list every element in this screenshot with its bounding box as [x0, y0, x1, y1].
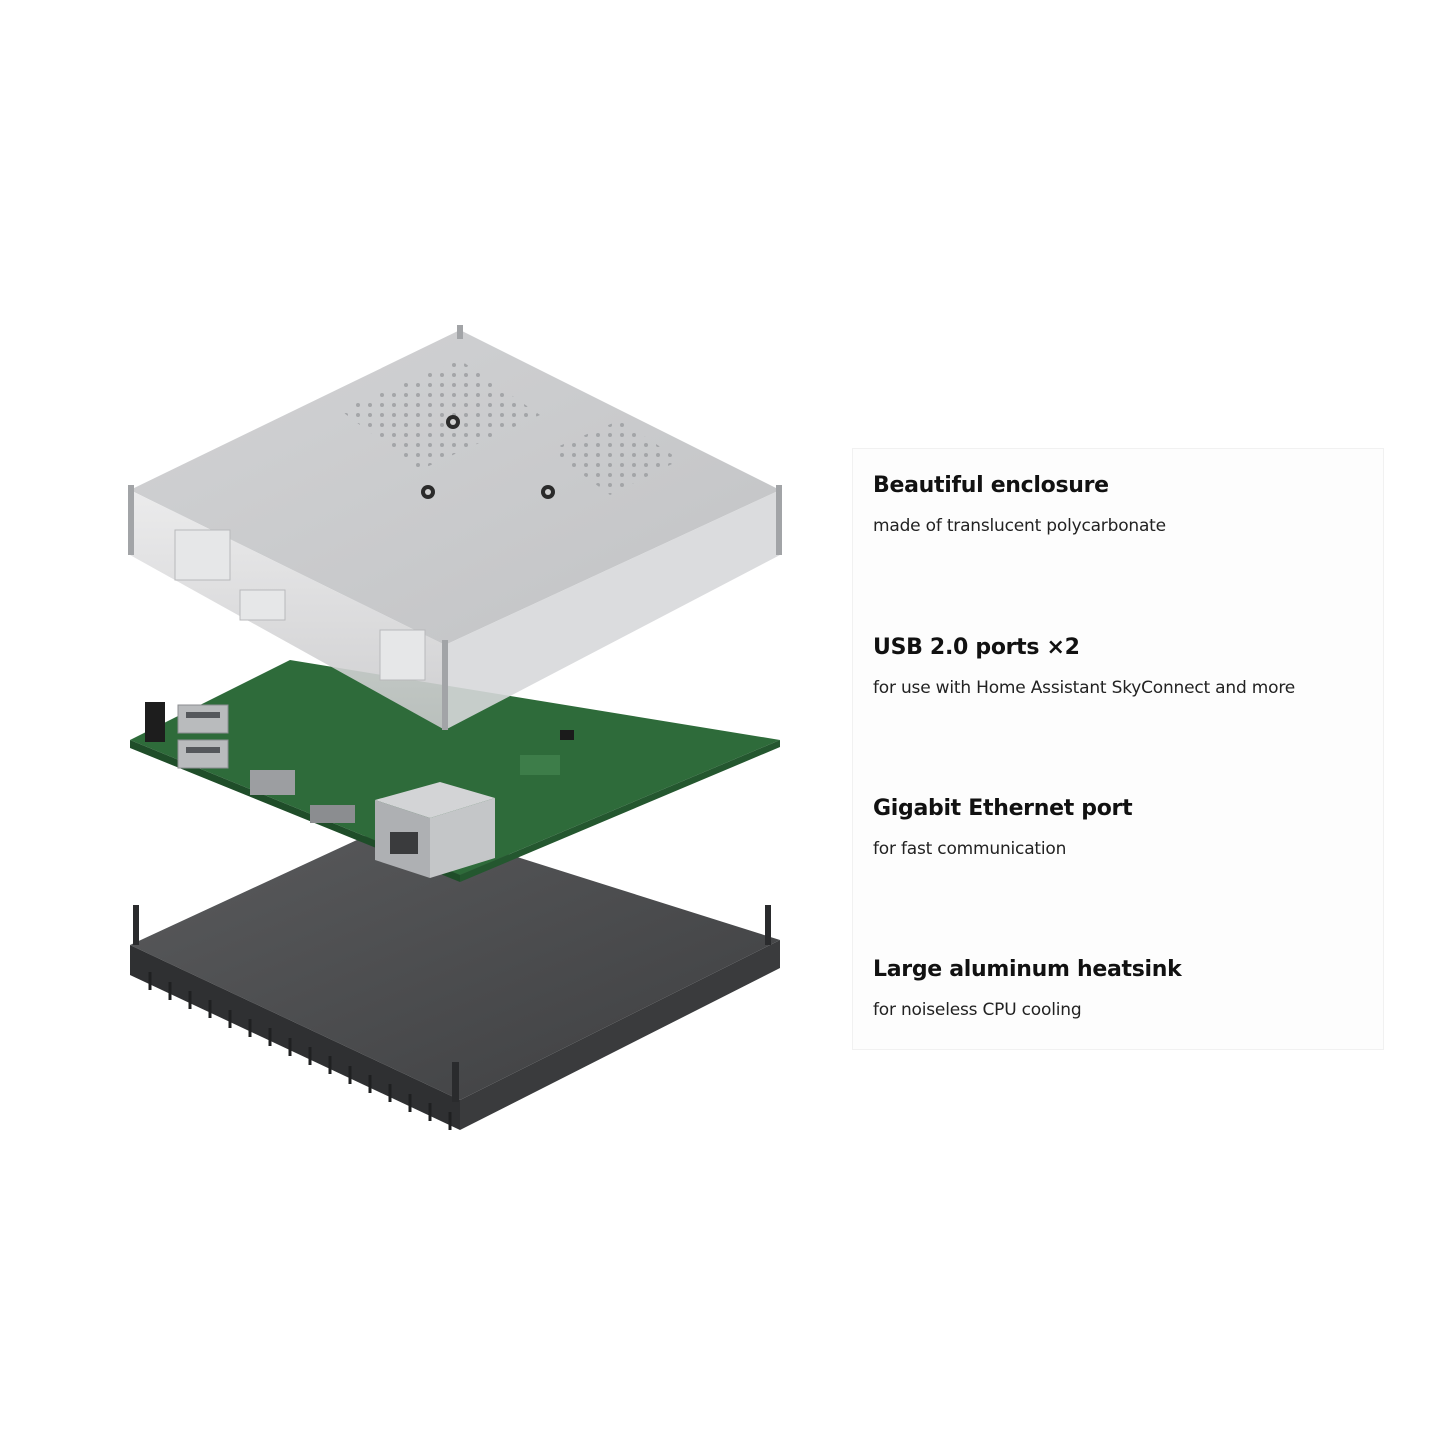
feature-description: for fast communication — [873, 839, 1067, 859]
exploded-device-illustration — [128, 325, 782, 1130]
heatsink-illustration — [130, 820, 780, 1130]
feature-description: made of translucent polycarbonate — [873, 516, 1166, 536]
enclosure-illustration — [128, 325, 782, 730]
feature-usb: USB 2.0 ports ×2 for use with Home Assis… — [873, 635, 1295, 698]
feature-enclosure: Beautiful enclosure made of translucent … — [873, 473, 1166, 536]
usb-ports — [177, 704, 229, 769]
feature-description: for noiseless CPU cooling — [873, 1000, 1082, 1020]
feature-heatsink: Large aluminum heatsink for noiseless CP… — [873, 957, 1182, 1020]
feature-title: Beautiful enclosure — [873, 473, 1109, 498]
ethernet-port — [375, 782, 495, 878]
circuit-board-illustration — [130, 660, 780, 882]
feature-ethernet: Gigabit Ethernet port for fast communica… — [873, 796, 1133, 859]
features-panel: Beautiful enclosure made of translucent … — [852, 448, 1384, 1050]
feature-description: for use with Home Assistant SkyConnect a… — [873, 678, 1296, 698]
feature-title: Large aluminum heatsink — [873, 957, 1182, 982]
feature-title: Gigabit Ethernet port — [873, 796, 1133, 821]
feature-title: USB 2.0 ports ×2 — [873, 635, 1080, 660]
